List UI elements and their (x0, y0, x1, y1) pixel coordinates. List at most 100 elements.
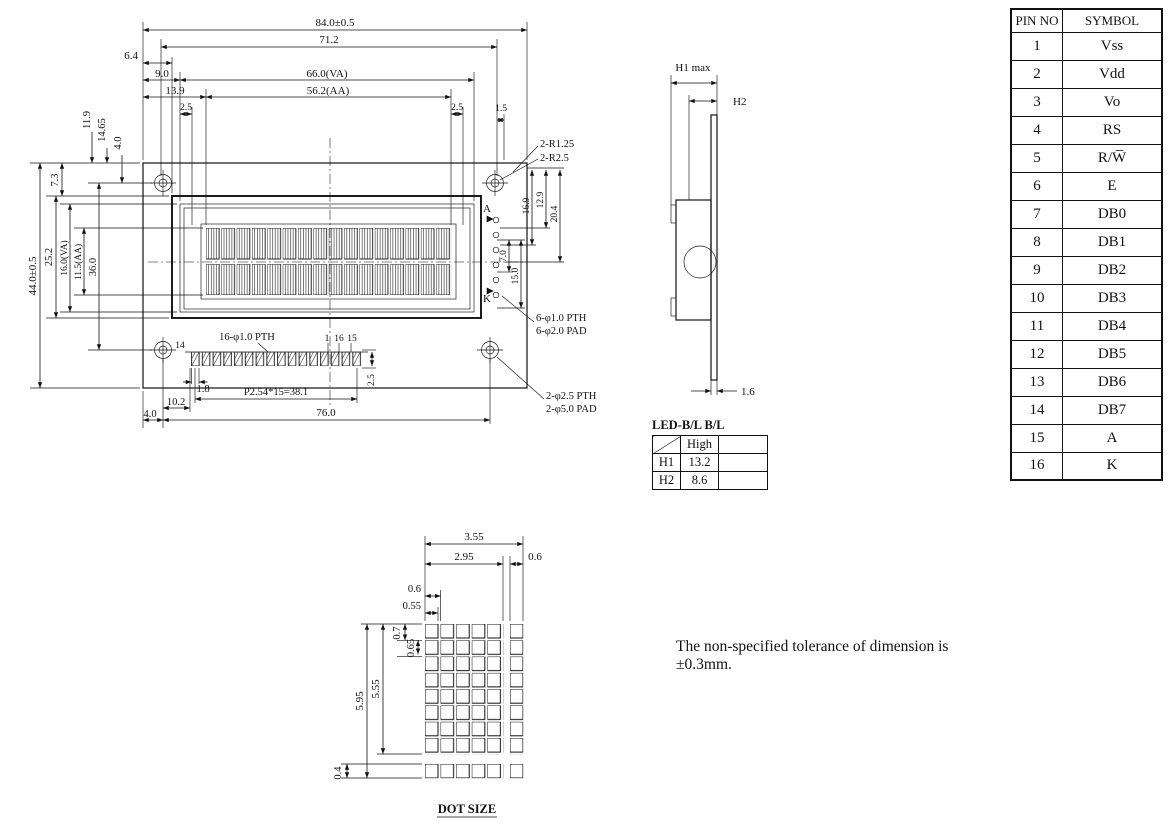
led-table-header-empty (718, 435, 768, 454)
pin-table-header-symbol: SYMBOL (1062, 8, 1163, 33)
pin-no: 1 (1010, 31, 1063, 61)
led-backlight-block: LED-B/L B/L High H1 13.2 H2 8.6 (652, 418, 782, 490)
pin-symbol: Vdd (1062, 59, 1163, 89)
backlight-pin-holes (486, 215, 500, 299)
dim-overall-width: 84.0±0.5 (315, 17, 355, 29)
dim-204: 20.4 (550, 205, 560, 222)
dim-dot-total-width: 3.55 (464, 531, 484, 543)
dim-pcb-thickness: 1.6 (741, 386, 755, 398)
extension-lines (30, 22, 564, 428)
dim-25-left: 2.5 (180, 103, 192, 113)
callout-corner-radius-1: 2-R1.25 (540, 139, 574, 150)
pin-no: 4 (1010, 115, 1063, 145)
pin-symbol: DB0 (1062, 199, 1163, 229)
led-backlight-table: High H1 13.2 H2 8.6 (652, 435, 768, 490)
side-dimension-lines (671, 80, 737, 394)
dim-dot-pitch-y: 0.7 (392, 626, 403, 639)
dim-pin-25: 2.5 (367, 374, 377, 386)
pin-symbol: R/W̅ (1062, 143, 1163, 173)
pin-no: 10 (1010, 283, 1063, 313)
pin-symbol: DB7 (1062, 395, 1163, 425)
dim-pin-row-pitch: P2.54*15=38.1 (244, 387, 308, 398)
callout-backlight-pad: 6-φ2.0 PAD (536, 326, 587, 337)
pin-no: 6 (1010, 171, 1063, 201)
dim-pin-pitch-18: 1.8 (196, 384, 209, 395)
mounting-holes (150, 170, 508, 363)
dot-matrix (425, 624, 524, 779)
pin-no: 8 (1010, 227, 1063, 257)
led-table-row-h2: H2 8.6 (652, 471, 768, 490)
dot-dimension-lines (344, 541, 523, 778)
pin-no: 2 (1010, 59, 1063, 89)
label-anode: A (483, 203, 491, 215)
dim-25-right: 2.5 (451, 103, 463, 113)
dim-dot-row-gap: 0.4 (333, 766, 344, 780)
pin-no: 9 (1010, 255, 1063, 285)
dim-bezel-height: 25.2 (44, 248, 55, 266)
dim-va-offset: 9.0 (155, 68, 169, 80)
pin-symbol: DB5 (1062, 339, 1163, 369)
dim-h2: H2 (733, 96, 746, 108)
led-row-h2-value: 8.6 (680, 471, 719, 490)
dim-dot-col-width: 0.6 (528, 551, 542, 563)
dimension-labels: 84.0±0.5 71.2 6.4 9.0 66.0(VA) 13.9 56.2… (27, 17, 597, 420)
dim-h1-max: H1 max (675, 62, 711, 74)
pin-table-header-row: PIN NO SYMBOL (1010, 8, 1163, 33)
character-display-area (206, 228, 452, 295)
dim-hole-span-width: 71.2 (319, 34, 338, 46)
pin-symbol: A (1062, 423, 1163, 453)
pin-symbol: DB2 (1062, 255, 1163, 285)
dim-40-bottom: 4.0 (143, 409, 156, 420)
dim-129: 12.9 (536, 191, 546, 208)
led-table-header-row: High (652, 435, 768, 454)
led-table-title: LED-B/L B/L (652, 418, 725, 432)
pin-no: 11 (1010, 311, 1063, 341)
pin-number-1: 1 (325, 334, 330, 344)
dot-dimension-labels: 3.55 2.95 0.6 0.6 0.55 0.7 0.65 5.95 5.5… (333, 531, 542, 816)
pin-number-16: 16 (334, 334, 344, 344)
pin-number-14: 14 (175, 341, 185, 351)
leader-lines (257, 145, 545, 400)
pin-symbol: K (1062, 451, 1163, 481)
pin-number-15: 15 (347, 334, 357, 344)
led-row-h2-empty (718, 471, 768, 490)
led-table-header-high: High (680, 435, 719, 454)
pin-table-header-no: PIN NO (1010, 8, 1063, 33)
led-row-h1-value: 13.2 (680, 453, 719, 472)
dim-aa-offset: 13.9 (165, 85, 185, 97)
dim-dot-pitch-x: 0.6 (408, 584, 421, 595)
callout-mount-pad: 2-φ5.0 PAD (546, 404, 597, 415)
pin-symbol: DB4 (1062, 311, 1163, 341)
callout-backlight-pth: 6-φ1.0 PTH (536, 313, 587, 324)
led-table-corner-cell (652, 435, 681, 454)
side-extension-lines (670, 75, 718, 395)
dim-dot-main-width: 2.95 (454, 551, 474, 563)
pin-no: 7 (1010, 199, 1063, 229)
dim-va-height: 16.0(VA) (59, 240, 70, 275)
pin-no: 15 (1010, 423, 1063, 453)
pin-no: 12 (1010, 339, 1063, 369)
dim-73: 7.3 (50, 173, 61, 186)
dim-aa-width: 56.2(AA) (307, 85, 350, 97)
dim-dot-main-height: 5.55 (370, 679, 382, 699)
pin-no: 14 (1010, 395, 1063, 425)
dim-dot-total-height: 5.95 (354, 691, 366, 711)
dim-150: 15.0 (511, 267, 521, 284)
dim-15: 1.5 (495, 104, 507, 114)
tolerance-note: The non-specified tolerance of dimension… (676, 638, 949, 673)
